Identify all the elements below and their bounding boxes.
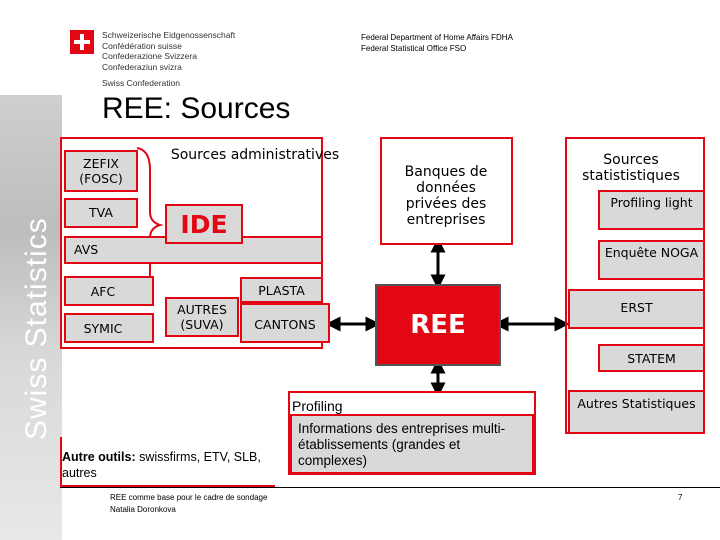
other-tools-bold: Autre outils: <box>62 450 136 464</box>
ide-box: IDE <box>165 204 243 244</box>
source-symic-label: SYMIC <box>83 321 123 336</box>
ree-label: REE <box>410 310 466 340</box>
stat-sources-heading: Sources statististiques <box>582 152 680 184</box>
department-name: Federal Department of Home Affairs FDHA <box>361 33 513 42</box>
stat-autres: Autres Statistiques <box>568 390 705 434</box>
stat-profiling-light-label: Profiling light <box>610 195 693 210</box>
source-afc: AFC <box>64 276 154 306</box>
swiss-flag-icon <box>70 30 94 54</box>
stat-statem: STATEM <box>598 344 705 372</box>
page-number: 7 <box>678 493 683 502</box>
source-avs-label: AVS <box>74 242 99 257</box>
source-tva: TVA <box>64 198 138 228</box>
source-autres: AUTRES (SUVA) <box>165 297 239 337</box>
conf-line-it: Confederazione Svizzera <box>102 51 197 61</box>
stat-noga-label: Enquête NOGA <box>604 245 699 260</box>
stat-noga: Enquête NOGA <box>598 240 705 280</box>
ree-box: REE <box>375 284 501 366</box>
stat-autres-label: Autres Statistiques <box>577 396 696 411</box>
confederation-logo-text: Schweizerische Eidgenossenschaft Confédé… <box>102 30 235 89</box>
stat-erst: ERST <box>568 289 705 329</box>
footer-divider <box>60 487 720 488</box>
admin-sources-label: Sources administratives <box>170 147 340 163</box>
source-zefix: ZEFIX (FOSC) <box>64 150 138 192</box>
source-cantons: CANTONS <box>240 303 330 343</box>
source-plasta: PLASTA <box>240 277 323 303</box>
conf-line-rm: Confederaziun svizra <box>102 61 182 72</box>
department-info: Federal Department of Home Affairs FDHA … <box>361 32 513 54</box>
private-databases-label: Banques de données privées des entrepris… <box>404 164 488 228</box>
other-tools-rest: swissfirms, ETV, SLB, autres <box>62 450 261 480</box>
conf-line-en: Swiss Confederation <box>102 78 180 88</box>
source-symic: SYMIC <box>64 313 154 343</box>
profiling-text: Informations des entreprises multi-établ… <box>298 421 506 468</box>
office-name: Federal Statistical Office FSO <box>361 44 467 53</box>
conf-line-fr: Confédération suisse <box>102 40 182 51</box>
source-autres-label: AUTRES (SUVA) <box>177 302 227 332</box>
profiling-detail: Informations des entreprises multi-établ… <box>290 414 534 474</box>
profiling-heading: Profiling <box>292 398 343 414</box>
source-afc-label: AFC <box>90 284 116 299</box>
source-plasta-label: PLASTA <box>258 283 305 298</box>
private-databases-box: Banques de données privées des entrepris… <box>380 137 513 245</box>
footer-line1: REE comme base pour le cadre de sondage <box>110 493 268 502</box>
sidebar-photo <box>0 95 62 540</box>
source-cantons-label: CANTONS <box>254 317 316 332</box>
stat-erst-label: ERST <box>620 300 653 315</box>
source-zefix-label: ZEFIX (FOSC) <box>79 156 123 186</box>
ide-label: IDE <box>180 210 228 239</box>
source-tva-label: TVA <box>89 205 113 220</box>
other-tools-box <box>60 437 275 487</box>
stat-statem-label: STATEM <box>627 351 676 366</box>
footer-info: REE comme base pour le cadre de sondage … <box>110 492 267 516</box>
other-tools-text: Autre outils: swissfirms, ETV, SLB, autr… <box>62 449 267 481</box>
page-title: REE: Sources <box>102 92 291 125</box>
footer-author: Natalia Doronkova <box>110 505 176 514</box>
conf-line-de: Schweizerische Eidgenossenschaft <box>102 30 236 40</box>
stat-profiling-light: Profiling light <box>598 190 705 230</box>
